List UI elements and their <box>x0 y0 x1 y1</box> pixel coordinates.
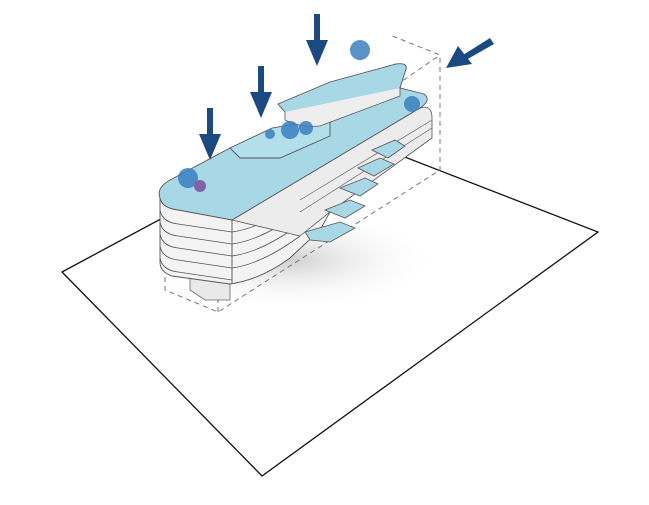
tree-icon <box>178 168 198 188</box>
right-facade <box>230 106 433 237</box>
tree-icon <box>404 96 420 112</box>
arrow-down-icon <box>306 14 328 66</box>
main-roof <box>158 87 428 221</box>
tree-icon <box>265 129 275 139</box>
tree-icon <box>350 40 370 60</box>
arrow-down-icon <box>199 108 221 160</box>
arrow-down-icon <box>250 66 272 118</box>
tree-icon <box>299 121 313 135</box>
trees <box>178 40 420 192</box>
arrows <box>199 14 494 160</box>
tree-icon <box>194 180 206 192</box>
tree-icon <box>281 121 299 139</box>
terrace-step-2 <box>323 199 366 219</box>
terrace-step-1 <box>304 221 356 243</box>
terrace-step-5 <box>371 139 406 159</box>
arrow-down-left-icon <box>446 38 494 68</box>
terrace-step-3 <box>338 177 379 197</box>
terrace-step-4 <box>357 157 395 177</box>
